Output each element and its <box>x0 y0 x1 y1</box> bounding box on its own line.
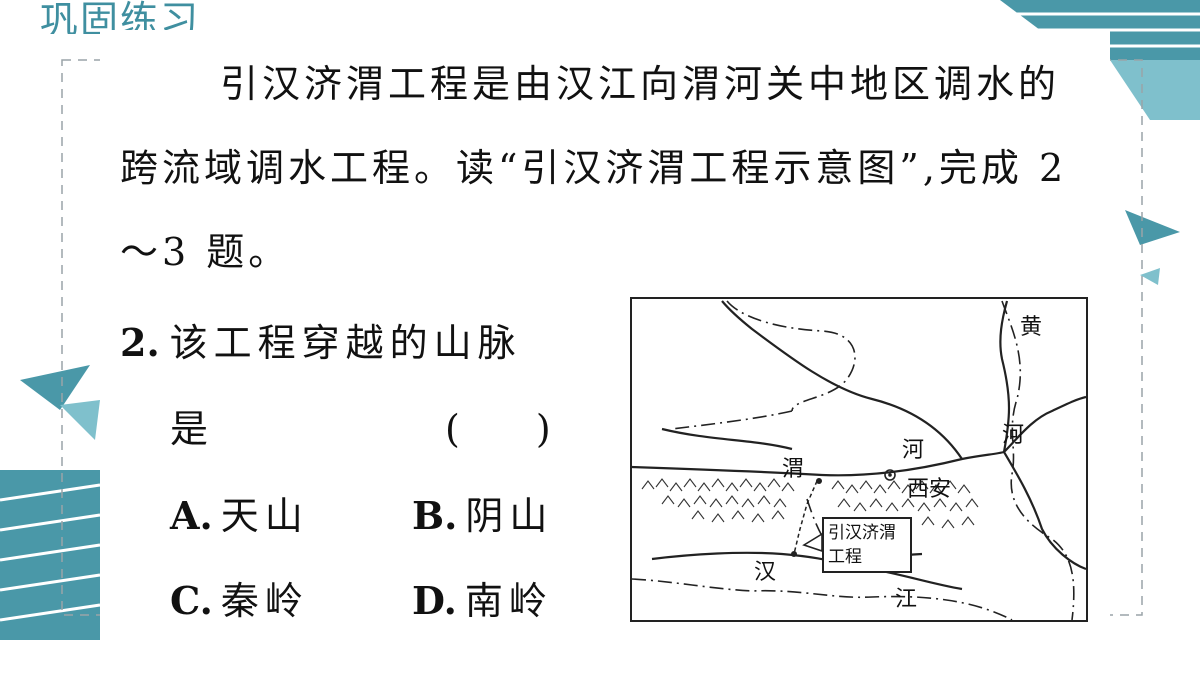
project-callout: 引汉济渭工程 <box>822 517 912 573</box>
han-river <box>651 551 963 591</box>
intro-paragraph: 引汉济渭工程是由汉江向渭河关中地区调水的跨流域调水工程。读“引汉济渭工程示意图”… <box>120 62 1068 274</box>
option-a[interactable]: A.天山 <box>170 485 309 540</box>
label-huang: 黄 <box>1020 315 1043 340</box>
qinling-mountains <box>641 478 979 529</box>
question-2-line1: 2.该工程穿越的山脉 <box>120 312 522 367</box>
section-title: 巩固练习 <box>40 0 201 34</box>
yellow-river-north <box>999 300 1011 453</box>
wei-endpoint <box>816 478 822 484</box>
option-d-text: 南岭 <box>464 579 553 623</box>
diversion-tunnel <box>793 480 818 555</box>
boundary-west <box>671 410 793 430</box>
answer-parentheses: ( ) <box>445 407 551 451</box>
boundary-north <box>726 300 856 412</box>
option-d-letter: D. <box>412 578 457 623</box>
river-east-branch <box>1003 451 1086 571</box>
option-c-letter: C. <box>170 578 213 623</box>
label-xian: 西安 <box>907 477 952 502</box>
label-wei: 渭 <box>782 457 805 482</box>
label-han: 汉 <box>754 560 777 585</box>
question-2-line2: 是 <box>170 398 214 453</box>
option-b-text: 阴山 <box>465 494 554 538</box>
option-a-text: 天山 <box>220 494 309 538</box>
jing-river <box>721 300 963 460</box>
left-stripes <box>0 365 101 640</box>
label-he-center: 河 <box>902 438 925 463</box>
option-b-letter: B. <box>412 493 458 538</box>
project-map: 黄 河 河 渭 西安 汉 江 引汉济渭工程 <box>630 297 1088 622</box>
option-c[interactable]: C.秦岭 <box>170 570 309 625</box>
callout-pointer <box>802 532 823 553</box>
label-jiang: 江 <box>895 587 918 612</box>
wei-river <box>632 450 1005 477</box>
option-d[interactable]: D.南岭 <box>412 570 553 625</box>
xian-marker-dot <box>888 473 892 477</box>
option-b[interactable]: B.阴山 <box>412 485 553 540</box>
boundary-east <box>1001 300 1075 620</box>
label-he-right: 河 <box>1002 423 1025 448</box>
question-2-stem: 该工程穿越的山脉 <box>169 321 522 365</box>
rivers <box>632 300 1086 591</box>
han-endpoint <box>791 551 797 557</box>
xian-marker <box>884 469 896 481</box>
north-tributary <box>661 427 793 451</box>
boundary-south <box>632 578 1013 620</box>
option-a-letter: A. <box>170 493 213 538</box>
question-2-stem-end: 是 <box>170 407 215 451</box>
option-c-text: 秦岭 <box>220 579 309 623</box>
yellow-river-east <box>1003 395 1086 453</box>
right-triangles <box>1125 210 1180 285</box>
question-number: 2. <box>120 320 160 365</box>
